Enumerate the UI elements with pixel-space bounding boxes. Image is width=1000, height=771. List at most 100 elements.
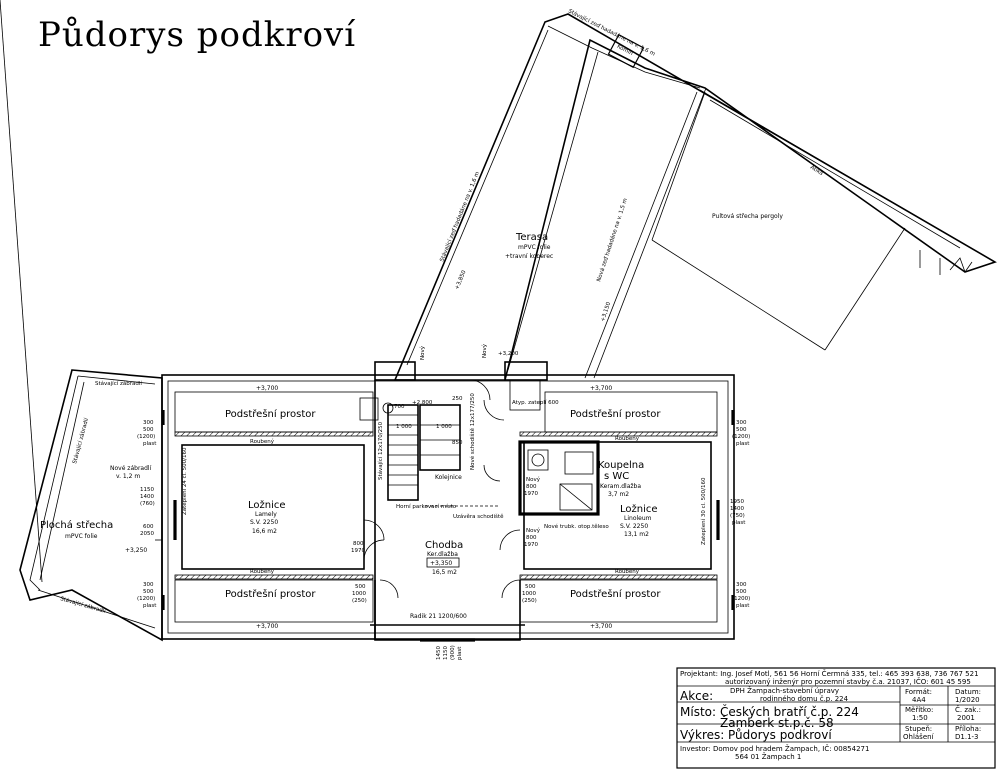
svg-text:850: 850 [452, 440, 463, 446]
svg-text:500: 500 [355, 584, 366, 590]
svg-text:Měřítko:: Měřítko: [905, 706, 933, 714]
building-walls [161, 361, 735, 642]
svg-text:(250): (250) [352, 598, 367, 604]
svg-text:Ohlášení: Ohlášení [903, 733, 935, 741]
svg-text:(1200): (1200) [137, 434, 155, 440]
svg-text:S.V. 2250: S.V. 2250 [620, 523, 648, 530]
svg-text:300: 300 [143, 420, 154, 426]
svg-text:16,5 m2: 16,5 m2 [432, 569, 457, 576]
svg-text:Zateplení 24 cl. 500/160: Zateplení 24 cl. 500/160 [181, 447, 188, 515]
svg-text:Žamberk st.p.č. 58: Žamberk st.p.č. 58 [720, 715, 834, 730]
svg-text:D1.1-3: D1.1-3 [955, 733, 979, 741]
chimney [607, 33, 645, 69]
window-dims-center: 500 1000 (250) 500 1000 (250) 800 1970 N… [351, 343, 541, 604]
svg-text:Roubený: Roubený [250, 438, 275, 445]
svg-text:plast: plast [732, 520, 746, 526]
flat-roof-left [0, 0, 163, 642]
svg-text:autorizovaný inženýr pro pozem: autorizovaný inženýr pro pozemní stavby … [725, 677, 971, 686]
svg-text:+3,700: +3,700 [590, 385, 612, 392]
svg-text:1/2020: 1/2020 [955, 696, 980, 704]
svg-text:+3,250: +3,250 [125, 547, 147, 554]
svg-text:800: 800 [526, 535, 537, 541]
svg-text:16,6 m2: 16,6 m2 [252, 528, 277, 535]
svg-text:Nový: Nový [419, 345, 426, 360]
svg-text:Formát:: Formát: [905, 688, 932, 696]
svg-text:Linoleum: Linoleum [624, 515, 652, 522]
svg-text:+3,200: +3,200 [498, 351, 519, 357]
svg-text:(760): (760) [140, 501, 155, 507]
svg-text:Stávající zeď hadadáne na v. 1: Stávající zeď hadadáne na v. 1,6 m [438, 171, 481, 263]
svg-text:1970: 1970 [524, 542, 538, 548]
svg-text:+3,700: +3,700 [256, 385, 278, 392]
svg-text:+travní koberec: +travní koberec [505, 253, 553, 260]
svg-text:Projektant: Ing. Josef Motl, 5: Projektant: Ing. Josef Motl, 561 56 Horn… [680, 669, 979, 678]
svg-text:Atyp. zateplí 600: Atyp. zateplí 600 [512, 399, 559, 406]
svg-text:564 01 Žampach 1: 564 01 Žampach 1 [735, 752, 801, 761]
svg-text:250: 250 [452, 396, 463, 402]
svg-text:300: 300 [143, 582, 154, 588]
svg-text:(900): (900) [450, 645, 456, 660]
svg-text:s WC: s WC [604, 471, 629, 482]
svg-text:mPVC folie: mPVC folie [65, 533, 98, 540]
title-block: Projektant: Ing. Josef Motl, 561 56 Horn… [676, 667, 996, 769]
svg-text:plast: plast [736, 603, 750, 609]
svg-text:Keram.dlažba: Keram.dlažba [600, 483, 641, 490]
drawing-title: Půdorys podkroví [38, 15, 356, 55]
svg-text:mPVC folie: mPVC folie [518, 244, 551, 251]
svg-text:plast: plast [143, 603, 157, 609]
label-podstresni-tr: Podstřešní prostor [570, 408, 661, 420]
svg-text:S.V. 2250: S.V. 2250 [250, 519, 278, 526]
svg-text:Stupeň:: Stupeň: [905, 725, 932, 733]
svg-text:1400: 1400 [730, 506, 744, 512]
svg-text:Výkres:: Výkres: [680, 728, 724, 742]
svg-text:Akce:: Akce: [680, 689, 713, 703]
svg-text:3,7 m2: 3,7 m2 [608, 491, 629, 498]
svg-text:Nový: Nový [481, 343, 488, 358]
svg-text:Roubený: Roubený [250, 568, 275, 575]
svg-text:+3,700: +3,700 [590, 623, 612, 630]
svg-text:Uzávěra schodiště: Uzávěra schodiště [453, 513, 504, 520]
svg-text:2050: 2050 [140, 531, 154, 537]
svg-text:Nové zábradlí: Nové zábradlí [110, 465, 152, 472]
svg-text:Stávající zábradlí: Stávající zábradlí [71, 417, 90, 465]
svg-text:plast: plast [457, 646, 463, 660]
bathroom-walls [518, 440, 600, 516]
staircase [359, 397, 460, 486]
svg-text:800: 800 [353, 541, 364, 547]
svg-text:500: 500 [143, 589, 154, 595]
svg-text:Investor: Domov pod hradem Žam: Investor: Domov pod hradem Žampach, IČ: … [680, 744, 869, 753]
svg-text:(1200): (1200) [732, 596, 750, 602]
svg-text:Roubený: Roubený [615, 568, 640, 575]
svg-text:1 000: 1 000 [396, 424, 412, 430]
label-terasa: Terasa [515, 232, 548, 243]
svg-text:rodinného domu č.p. 224: rodinného domu č.p. 224 [760, 695, 849, 703]
svg-text:(250): (250) [522, 598, 537, 604]
svg-text:800: 800 [526, 484, 537, 490]
label-pultova: Pultová střecha pergoly [712, 213, 783, 220]
svg-text:Roubený: Roubený [615, 435, 640, 442]
svg-text:Nový: Nový [526, 527, 541, 534]
svg-text:1450: 1450 [436, 646, 442, 660]
label-chodba: Chodba [425, 540, 463, 551]
svg-text:1000: 1000 [352, 591, 366, 597]
svg-text:Stávající 12x170/250: Stávající 12x170/250 [377, 421, 384, 480]
window-dims-right: 300 500 (1200) plast 1950 1400 (750) pla… [730, 420, 750, 609]
svg-text:v. 1,2 m: v. 1,2 m [116, 473, 140, 480]
svg-text:Ker.dlažba: Ker.dlažba [427, 551, 458, 558]
bottom-window-dims: 1450 1150 (900) plast [436, 645, 463, 660]
svg-text:plast: plast [736, 441, 750, 447]
svg-text:500: 500 [525, 584, 536, 590]
svg-text:300: 300 [736, 420, 747, 426]
svg-text:+3,350: +3,350 [430, 560, 452, 567]
svg-text:500: 500 [736, 427, 747, 433]
window-dims-left: 300 500 (1200) plast 1150 1400 (760) 600… [137, 420, 157, 609]
svg-text:Stávající zeď hadadáne na v. 1: Stávající zeď hadadáne na v. 1,6 m [567, 8, 656, 58]
svg-text:Nové trubk. otop.těleso: Nové trubk. otop.těleso [544, 523, 609, 530]
label-podstresni-bl: Podstřešní prostor [225, 588, 316, 600]
label-koupelna: Koupelna [598, 460, 644, 471]
svg-text:1950: 1950 [730, 499, 744, 505]
svg-text:+2,800: +2,800 [412, 400, 433, 406]
svg-text:13,1 m2: 13,1 m2 [624, 531, 649, 538]
svg-text:1 000: 1 000 [436, 424, 452, 430]
